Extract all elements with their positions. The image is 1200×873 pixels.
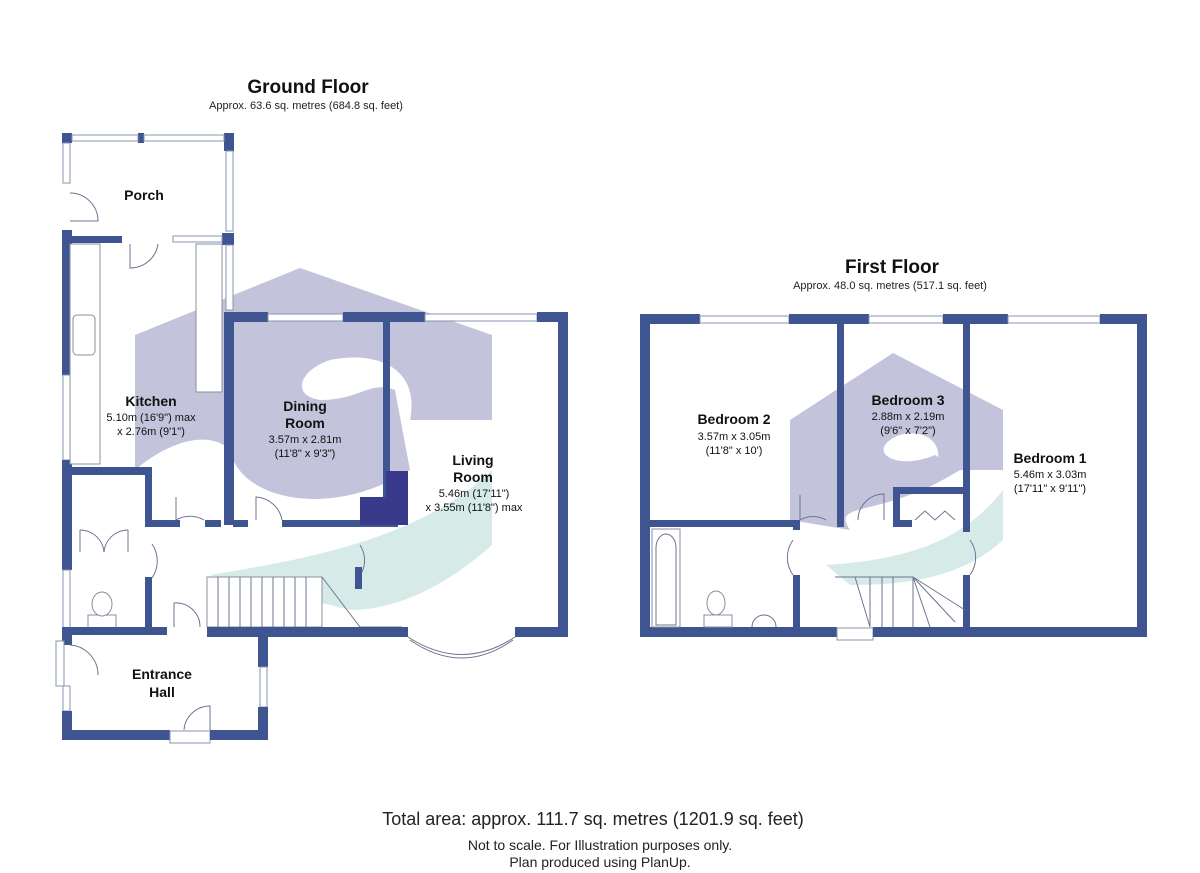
bedroom-3-dimensions-1: 2.88m x 2.19m [872, 411, 945, 423]
ground-floor-title: Ground Floor [247, 77, 369, 98]
watermark-logo-first [790, 353, 1003, 585]
disclaimer: Not to scale. For Illustration purposes … [468, 837, 732, 853]
room-label-living-1: Living [452, 452, 493, 468]
bedroom-1-dimensions-2: (17'11" x 9'11") [1014, 483, 1086, 495]
room-label-bedroom-2: Bedroom 2 [697, 411, 770, 427]
total-area: Total area: approx. 111.7 sq. metres (12… [382, 809, 804, 829]
living-dimensions-2: x 3.55m (11'8") max [426, 502, 523, 514]
room-label-living-2: Room [453, 469, 493, 485]
room-label-dining-2: Room [285, 415, 325, 431]
bedroom-2-dimensions-2: (11'8" x 10') [706, 445, 763, 457]
kitchen-dimensions-1: 5.10m (16'9") max [106, 412, 196, 424]
bedroom-2-dimensions-1: 3.57m x 3.05m [698, 431, 771, 443]
ground-floor-area: Approx. 63.6 sq. metres (684.8 sq. feet) [209, 100, 403, 112]
dining-dimensions-2: (11'8" x 9'3") [275, 448, 336, 460]
room-label-kitchen: Kitchen [125, 393, 176, 409]
room-label-bedroom-3: Bedroom 3 [871, 392, 944, 408]
room-label-dining-1: Dining [283, 398, 327, 414]
first-floor-title: First Floor [845, 257, 940, 278]
bedroom-3-dimensions-2: (9'6" x 7'2") [880, 425, 935, 437]
first-floor-walls [640, 314, 1147, 641]
kitchen-dimensions-2: x 2.76m (9'1") [117, 426, 185, 438]
room-label-bedroom-1: Bedroom 1 [1013, 450, 1086, 466]
living-dimensions-1: 5.46m (17'11") [439, 488, 510, 500]
plan-credit: Plan produced using PlanUp. [509, 854, 690, 870]
room-label-porch: Porch [124, 187, 164, 203]
room-label-entrance-1: Entrance [132, 666, 192, 682]
dining-dimensions-1: 3.57m x 2.81m [269, 434, 342, 446]
first-floor-area: Approx. 48.0 sq. metres (517.1 sq. feet) [793, 280, 987, 292]
ground-floor-walls [55, 133, 568, 744]
bedroom-1-dimensions-1: 5.46m x 3.03m [1014, 469, 1087, 481]
room-label-entrance-2: Hall [149, 684, 175, 700]
